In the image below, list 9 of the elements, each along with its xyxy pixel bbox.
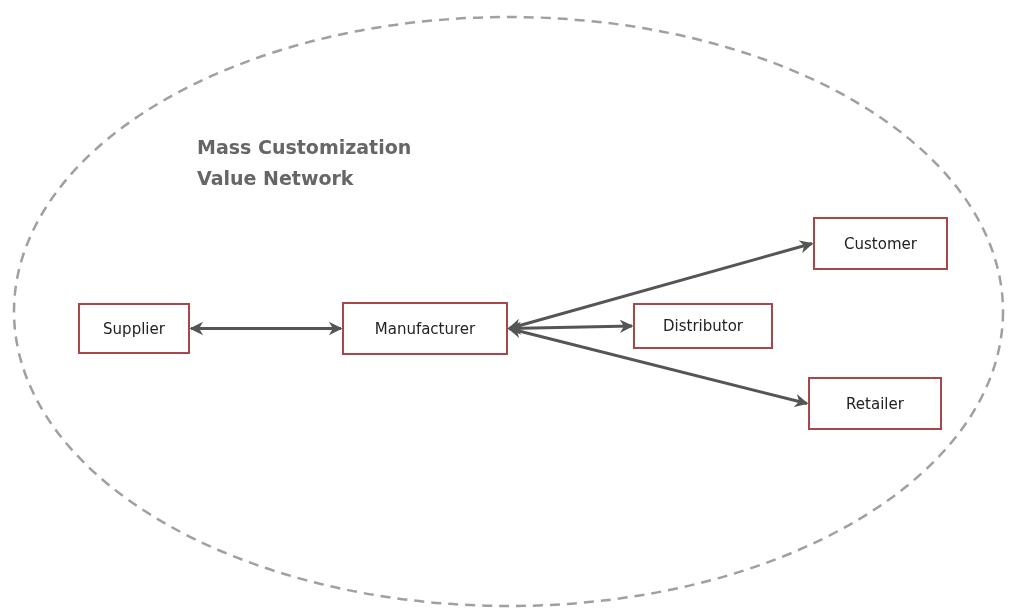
network-ellipse (12, 15, 1005, 608)
entity-box: Retailer (808, 377, 942, 430)
arrow (507, 324, 809, 408)
entity-box: Customer (813, 217, 948, 270)
network-label: Mass Customization Value Network (197, 135, 413, 191)
entity-box: Distributor (633, 303, 773, 349)
arrow (189, 321, 343, 336)
entity-box: Supplier (78, 303, 190, 354)
entity-box: Manufacturer (342, 302, 508, 355)
